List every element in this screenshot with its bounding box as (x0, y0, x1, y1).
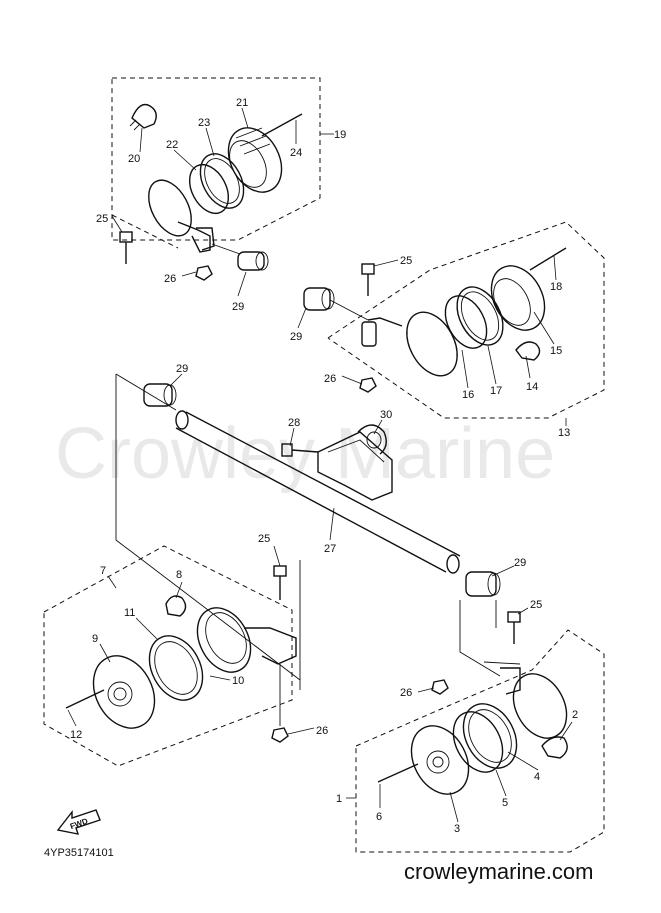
website-text: crowleymarine.com (404, 859, 594, 884)
ring-22 (188, 163, 230, 215)
callout-14: 14 (526, 381, 538, 393)
callout-23: 23 (198, 117, 210, 129)
grommet-29-b (303, 287, 335, 311)
callout-29-b: 29 (290, 331, 302, 343)
callout-26-b: 26 (324, 373, 336, 385)
callout-6: 6 (376, 811, 382, 823)
callout-25-b: 25 (400, 255, 412, 267)
callout-26-a: 26 (164, 273, 176, 285)
ring-17 (456, 286, 504, 346)
drawing-code: 4YP35174101 (44, 847, 114, 859)
ring-16 (444, 295, 488, 349)
bolt-25-c (273, 565, 287, 600)
lens-15 (490, 265, 546, 331)
callout-10: 10 (232, 675, 244, 687)
callout-17: 17 (490, 385, 502, 397)
callout-28: 28 (288, 417, 300, 429)
ring-11 (148, 635, 204, 701)
nut-26-a (195, 265, 213, 281)
callout-21: 21 (236, 97, 248, 109)
ring-5 (452, 711, 504, 773)
screw-24 (261, 113, 303, 137)
callout-2: 2 (572, 709, 578, 721)
fwd-arrow-icon: FWD (56, 809, 101, 835)
callout-26-c: 26 (316, 725, 328, 737)
callout-24: 24 (290, 147, 302, 159)
assembly-7 (43, 545, 301, 767)
handlebar-stay-27 (115, 373, 501, 681)
callout-15: 15 (550, 345, 562, 357)
screw-12 (65, 689, 105, 709)
nut-26-d (431, 679, 449, 695)
signal-housing-top-right (361, 311, 458, 377)
assembly-13 (303, 221, 605, 419)
callout-19: 19 (334, 129, 346, 141)
screw-6 (377, 763, 419, 783)
bulb-8 (165, 595, 187, 617)
assembly-1 (355, 611, 605, 853)
callout-13: 13 (558, 427, 570, 439)
callout-25-c: 25 (258, 533, 270, 545)
callout-26-d: 26 (400, 687, 412, 699)
callout-25-a: 25 (96, 213, 108, 225)
housing-2 (500, 667, 568, 739)
callout-30: 30 (380, 409, 392, 421)
bolt-25-a (119, 231, 133, 264)
callout-27: 27 (324, 543, 336, 555)
callout-1: 1 (336, 793, 342, 805)
callout-20: 20 (128, 153, 140, 165)
lens-3 (410, 725, 470, 795)
bulb-20 (129, 103, 157, 131)
ring-4 (462, 703, 518, 769)
grommet-29-c (143, 383, 177, 407)
assembly-19 (111, 77, 321, 281)
callout-9: 9 (92, 633, 98, 645)
signal-housing-top-left (148, 179, 215, 253)
callout-5: 5 (502, 797, 508, 809)
screw-18 (529, 247, 567, 271)
grommet-29-a (237, 251, 269, 271)
callout-3: 3 (454, 823, 460, 835)
callout-12: 12 (70, 729, 82, 741)
watermark-text: Crowley Marine (55, 414, 555, 494)
callout-labels: 20 21 22 23 24 19 25 26 29 25 18 15 29 2… (70, 97, 578, 835)
ring-23 (199, 153, 245, 209)
callout-25-d: 25 (530, 599, 542, 611)
nut-26-b (359, 377, 377, 393)
callout-22: 22 (166, 139, 178, 151)
callout-8: 8 (176, 569, 182, 581)
bulb-14 (515, 341, 541, 361)
bolt-28 (281, 443, 319, 457)
callout-4: 4 (534, 771, 540, 783)
callout-29-a: 29 (232, 301, 244, 313)
callout-16: 16 (462, 389, 474, 401)
nut-26-c (271, 727, 289, 743)
lens-9 (92, 655, 156, 729)
callout-11: 11 (124, 607, 135, 619)
callout-7: 7 (100, 565, 106, 577)
callout-29-c: 29 (176, 363, 188, 375)
callout-29-d: 29 (514, 557, 526, 569)
housing-10 (196, 607, 297, 673)
clamp-30 (357, 424, 387, 455)
callout-18: 18 (550, 281, 562, 293)
leader-lines (67, 107, 573, 823)
bolt-25-b (361, 263, 375, 296)
bolt-25-d (507, 611, 521, 644)
bulb-2 (541, 736, 568, 759)
grommet-29-d (465, 571, 501, 597)
